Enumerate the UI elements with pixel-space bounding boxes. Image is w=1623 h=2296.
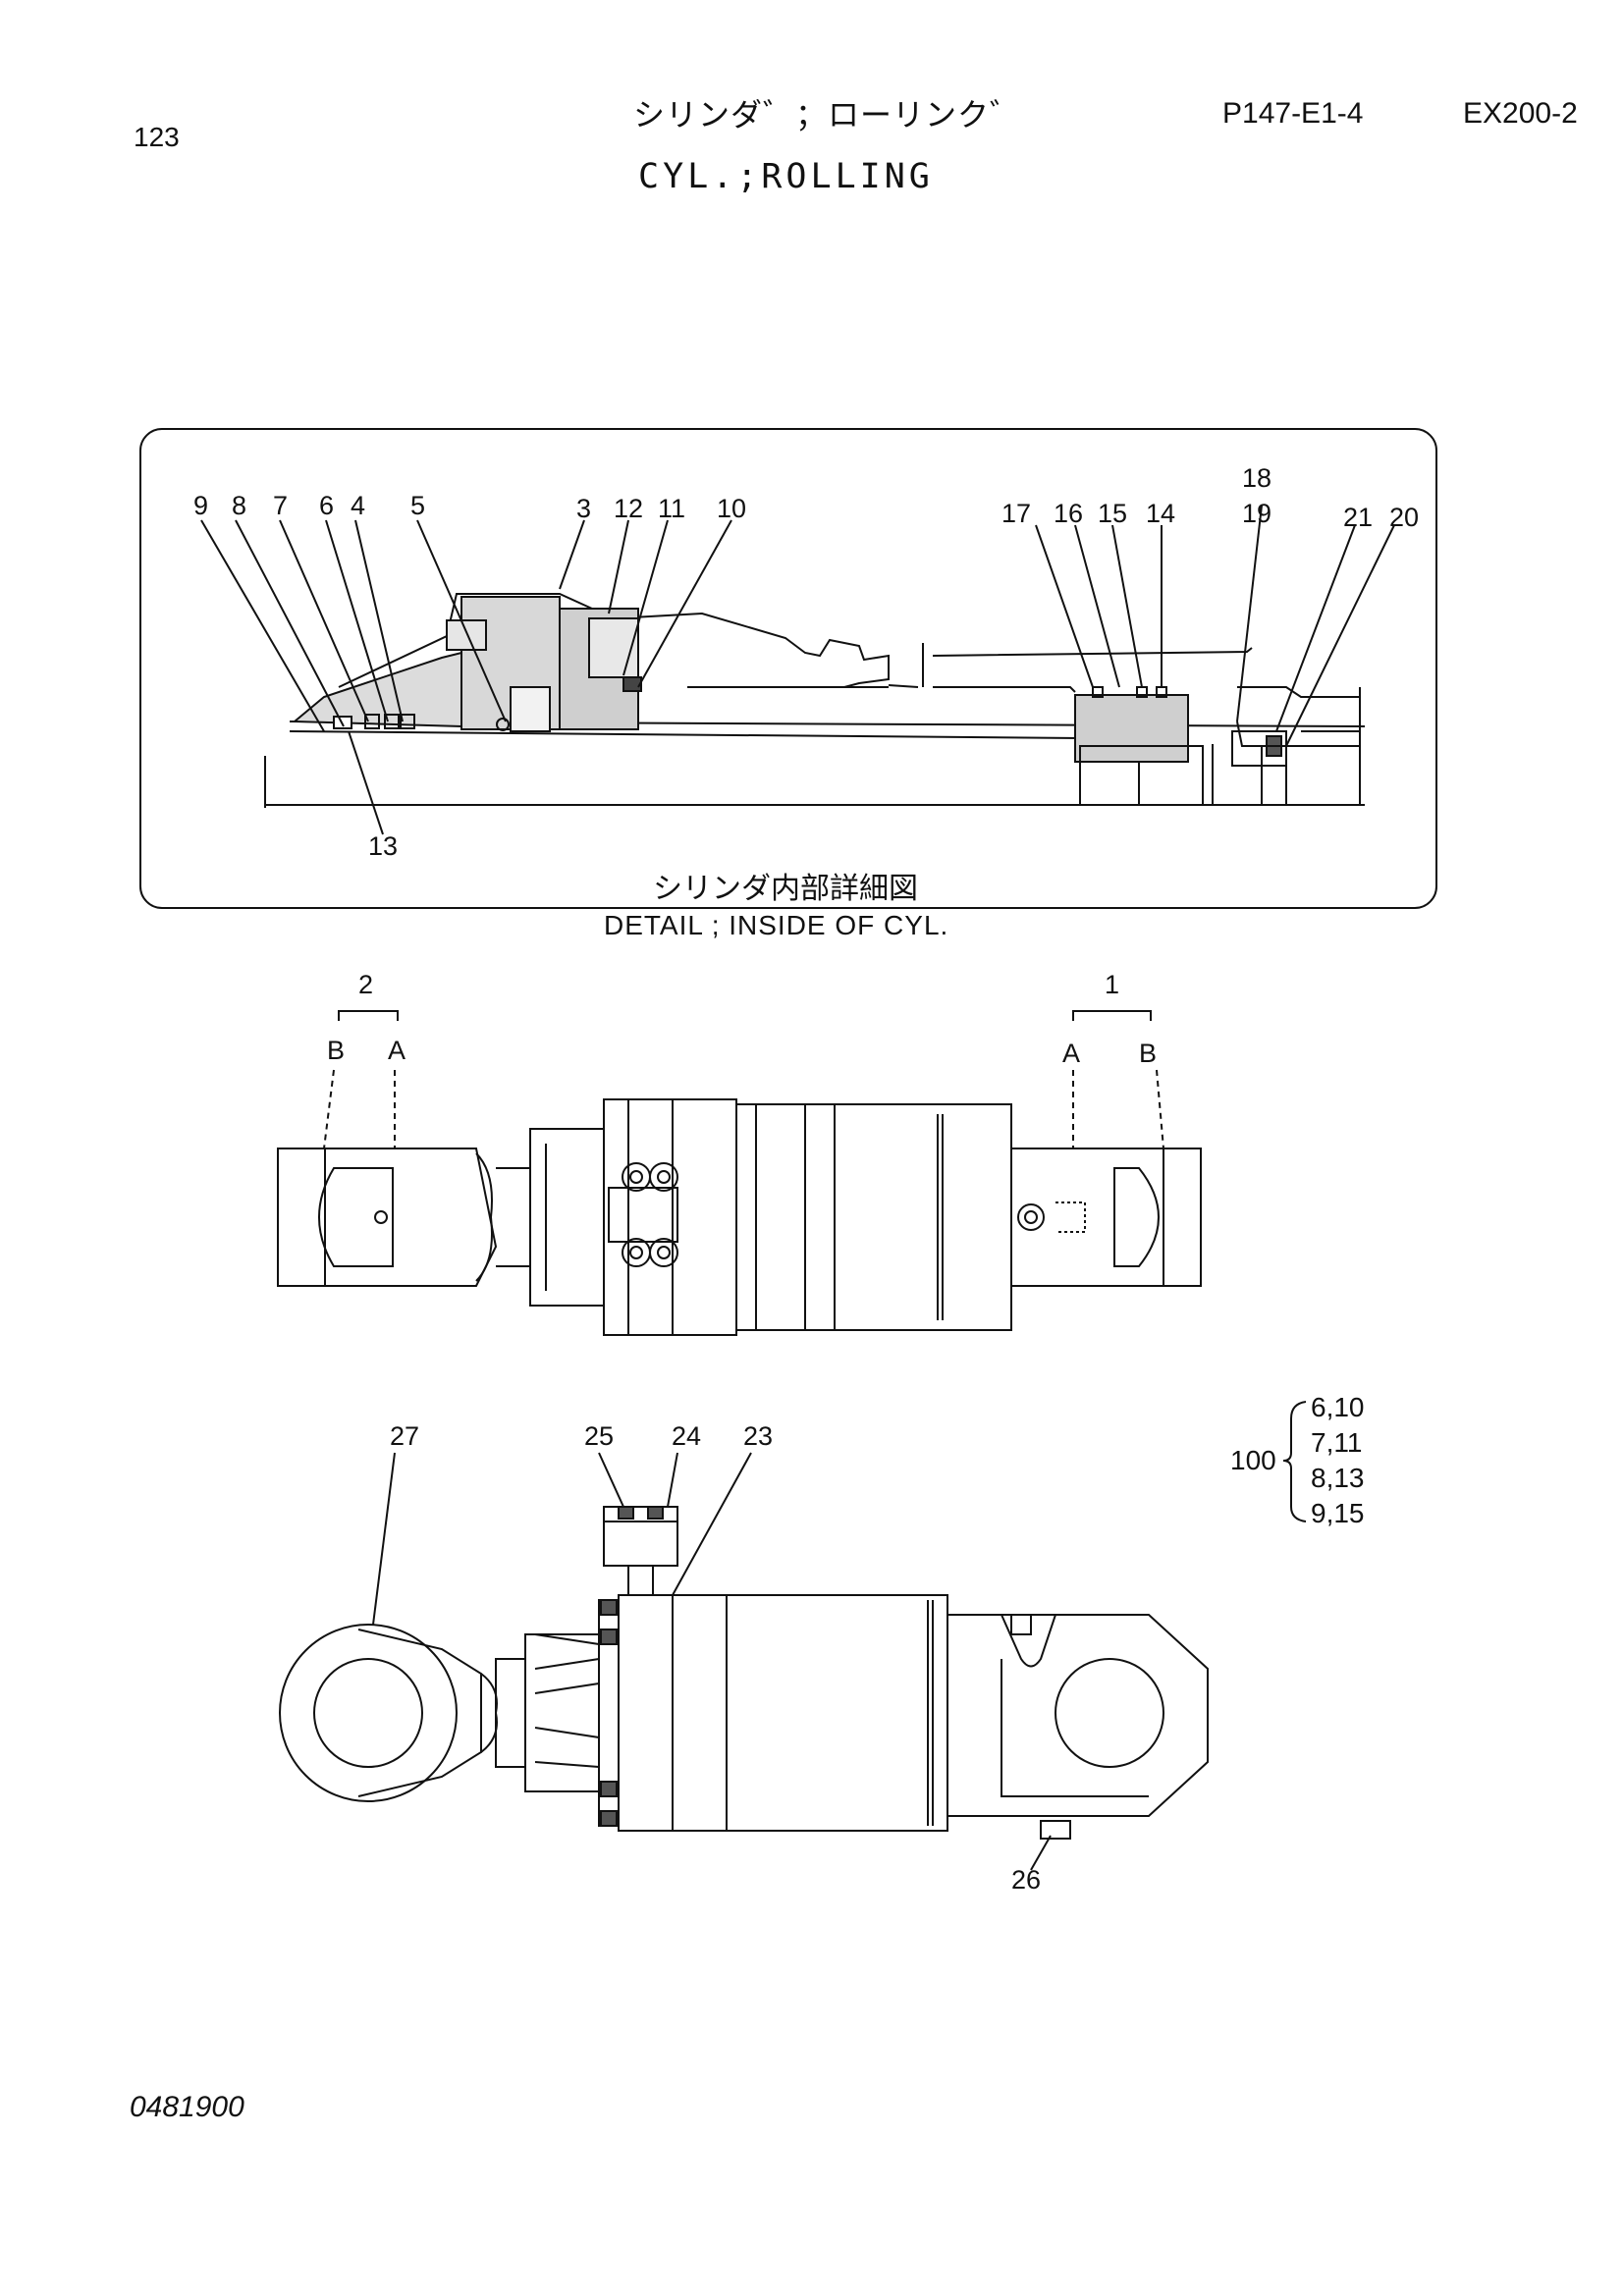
callout-12: 12 [614, 494, 644, 523]
callout-14: 14 [1146, 499, 1176, 528]
callout-3: 3 [576, 494, 592, 523]
callout-4: 4 [351, 491, 366, 520]
detail-caption-english: DETAIL ; INSIDE OF CYL. [604, 910, 949, 940]
callout-15: 15 [1098, 499, 1128, 528]
letter-a-left: A [388, 1036, 406, 1065]
footer-code: 0481900 [130, 2091, 244, 2123]
kit-row: 8,13 [1311, 1463, 1365, 1493]
callout-6: 6 [319, 491, 335, 520]
letter-b-right: B [1139, 1039, 1158, 1068]
callout-19: 19 [1242, 499, 1272, 528]
detail-caption-japanese: シリンダ内部詳細図 [653, 873, 918, 905]
cylinder-top-view-drawing-icon [277, 1010, 1202, 1336]
kit-number: 100 [1230, 1445, 1276, 1475]
callout-20: 20 [1389, 503, 1420, 532]
cylinder-side-view-drawing-icon [279, 1452, 1209, 1871]
cylinder-section-drawing-icon [200, 505, 1395, 835]
callout-27: 27 [390, 1421, 420, 1451]
callout-5: 5 [410, 491, 426, 520]
kit-row: 9,15 [1311, 1498, 1365, 1528]
kit-row: 7,11 [1311, 1427, 1363, 1458]
title-english: CYL.;ROLLING [638, 157, 934, 196]
callout-25: 25 [584, 1421, 615, 1451]
group-label-2: 2 [358, 970, 374, 999]
letter-a-right: A [1062, 1039, 1081, 1068]
kit-row: 6,10 [1311, 1392, 1365, 1422]
callout-24: 24 [672, 1421, 702, 1451]
callout-11: 11 [658, 494, 686, 523]
callout-7: 7 [273, 491, 289, 520]
callout-26: 26 [1011, 1865, 1042, 1895]
page-number: 123 [134, 122, 180, 152]
letter-b-left: B [327, 1036, 346, 1065]
callout-8: 8 [232, 491, 247, 520]
callout-10: 10 [717, 494, 747, 523]
callout-18: 18 [1242, 463, 1272, 493]
callout-21: 21 [1343, 503, 1374, 532]
callout-16: 16 [1054, 499, 1084, 528]
callout-9: 9 [193, 491, 209, 520]
callout-23: 23 [743, 1421, 774, 1451]
kit-brace [1282, 1401, 1307, 1522]
title-japanese: シリンダ゛；ローリンク゛ [633, 97, 1023, 133]
detail-frame [139, 428, 1437, 909]
group-label-1: 1 [1105, 970, 1120, 999]
callout-13: 13 [368, 831, 399, 861]
page-code: P147-E1-4 [1222, 97, 1364, 130]
callout-17: 17 [1001, 499, 1032, 528]
model-number: EX200-2 [1463, 97, 1578, 130]
